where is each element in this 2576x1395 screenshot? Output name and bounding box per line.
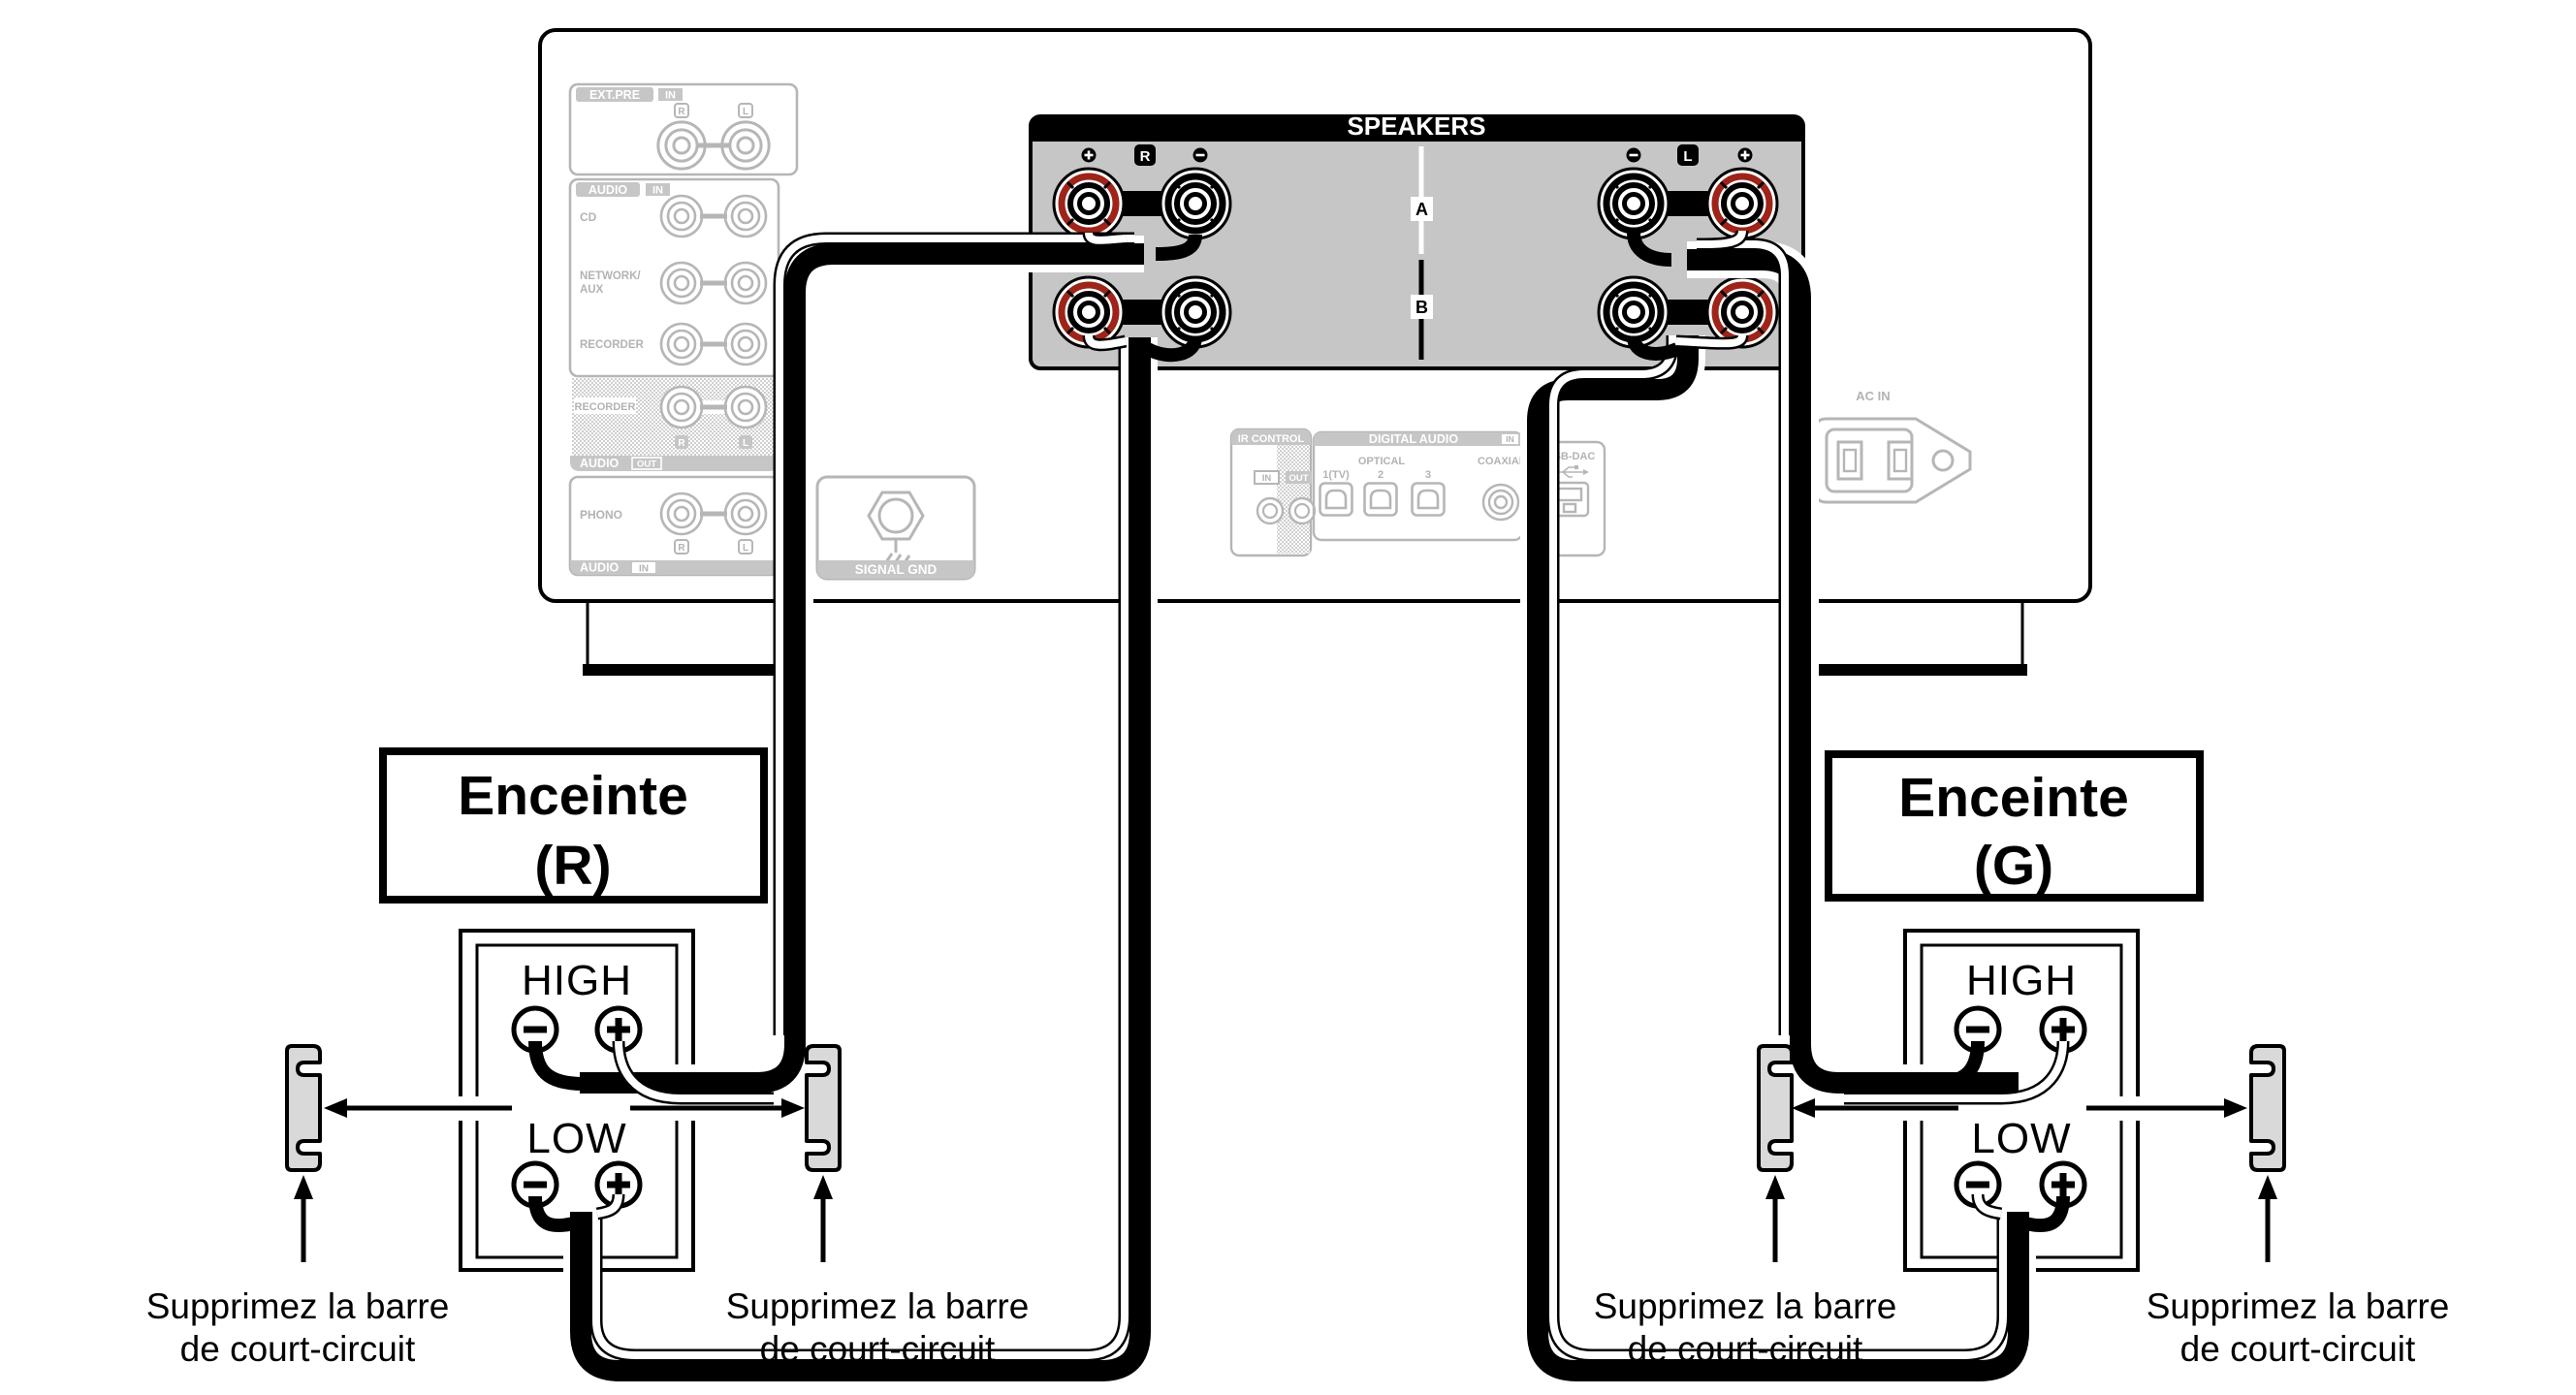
coaxial-jack-icon bbox=[1481, 483, 1520, 522]
note-2-line2: de court-circuit bbox=[760, 1329, 996, 1369]
audio-out-r-label: R bbox=[678, 438, 685, 449]
recorder-in-label: RECORDER bbox=[580, 339, 645, 351]
cable-right-high bbox=[528, 231, 1202, 1105]
note-labels: Supprimez la barre de court-circuit Supp… bbox=[146, 1286, 2450, 1369]
cable-right-low bbox=[528, 333, 1202, 1388]
note-3-line1: Supprimez la barre bbox=[1594, 1286, 1897, 1326]
coaxial-label: COAXIAL bbox=[1478, 456, 1526, 467]
ext-pre-l-label: L bbox=[743, 107, 748, 117]
optical-1-label: 1(TV) bbox=[1322, 469, 1350, 481]
speaker-g-high-label: HIGH bbox=[1966, 957, 2077, 1004]
plus-icon bbox=[1081, 147, 1097, 163]
speakers-a-label: A bbox=[1415, 200, 1428, 219]
enceinte-g-title-box: Enceinte (G) bbox=[1825, 750, 2204, 902]
phono-r-label: R bbox=[678, 543, 685, 554]
ac-in-label: AC IN bbox=[1856, 389, 1890, 403]
phono-in-badge: IN bbox=[639, 564, 649, 575]
short-circuit-bar bbox=[2249, 1044, 2286, 1172]
ac-in-block: AC IN bbox=[1784, 389, 1972, 504]
digital-audio-in-badge: IN bbox=[1506, 434, 1514, 444]
cable-left-high bbox=[1627, 229, 2070, 1105]
post-l-a-minus bbox=[1599, 169, 1669, 238]
note-1-line2: de court-circuit bbox=[180, 1329, 416, 1369]
ir-out-badge: OUT bbox=[1288, 473, 1308, 484]
audio-in-badge: IN bbox=[652, 185, 663, 197]
ir-in-jack-icon bbox=[1256, 496, 1285, 525]
ir-control-block: IR CONTROL IN OUT bbox=[1229, 428, 1317, 557]
amplifier-rear-panel: EXT.PRE IN R L AUDIO IN CD NETWORK/ AUX bbox=[538, 28, 2092, 676]
phono-bar-label: AUDIO bbox=[580, 561, 620, 575]
speaker-g-low-label: LOW bbox=[1971, 1115, 2071, 1162]
audio-out-l-label: L bbox=[743, 438, 748, 449]
note-2-line1: Supprimez la barre bbox=[726, 1286, 1030, 1326]
ir-out-jack-icon bbox=[1288, 496, 1317, 525]
speakers-l-label: L bbox=[1683, 148, 1692, 165]
optical-label: OPTICAL bbox=[1358, 456, 1406, 467]
digital-audio-label: DIGITAL AUDIO bbox=[1369, 432, 1458, 446]
ext-pre-label: EXT.PRE bbox=[589, 88, 640, 102]
note-3-line2: de court-circuit bbox=[1628, 1329, 1863, 1369]
speaker-r-low-label: LOW bbox=[526, 1115, 626, 1162]
cable-left-low bbox=[1520, 333, 2070, 1388]
cd-input-label: CD bbox=[580, 210, 597, 224]
note-1-line1: Supprimez la barre bbox=[146, 1286, 450, 1326]
short-circuit-bar bbox=[805, 1044, 842, 1172]
post-l-b-minus bbox=[1599, 277, 1669, 347]
phono-l-label: L bbox=[743, 543, 748, 554]
ir-in-badge: IN bbox=[1262, 473, 1272, 484]
minus-icon bbox=[1626, 147, 1641, 163]
speakers-terminal-panel: SPEAKERS R L A B bbox=[1029, 111, 1805, 370]
ext-pre-block: EXT.PRE IN R L bbox=[568, 82, 799, 176]
audio-out-block: RECORDER R L AUDIO OUT bbox=[570, 378, 779, 471]
ac-inlet-icon bbox=[1784, 417, 1972, 504]
post-l-a-plus bbox=[1707, 169, 1777, 238]
plus-icon bbox=[1737, 147, 1753, 163]
enceinte-r-line2: (R) bbox=[534, 835, 611, 897]
note-4-line1: Supprimez la barre bbox=[2147, 1286, 2450, 1326]
aux-label: AUX bbox=[580, 284, 604, 296]
ext-pre-r-label: R bbox=[678, 107, 685, 117]
audio-out-badge: OUT bbox=[637, 460, 656, 470]
minus-icon bbox=[1193, 147, 1208, 163]
note-4-line2: de court-circuit bbox=[2180, 1329, 2416, 1369]
ir-control-label: IR CONTROL bbox=[1238, 433, 1305, 445]
speakers-panel-label: SPEAKERS bbox=[1347, 111, 1485, 141]
phono-label: PHONO bbox=[580, 508, 622, 522]
speaker-r-high-label: HIGH bbox=[522, 957, 632, 1004]
recorder-out-label: RECORDER bbox=[575, 401, 636, 413]
signal-gnd-block: SIGNAL GND bbox=[815, 475, 976, 581]
speakers-r-label: R bbox=[1140, 148, 1151, 165]
enceinte-g-line1: Enceinte bbox=[1898, 767, 2129, 829]
ext-pre-in-badge: IN bbox=[665, 90, 676, 102]
signal-gnd-label: SIGNAL GND bbox=[855, 562, 938, 577]
audio-out-bar-label: AUDIO bbox=[580, 457, 620, 470]
post-r-a-plus bbox=[1054, 169, 1124, 238]
enceinte-g-line2: (G) bbox=[1974, 835, 2053, 897]
amplifier-feet bbox=[583, 601, 2027, 676]
direction-arrows bbox=[294, 1098, 2277, 1262]
short-circuit-bar bbox=[285, 1044, 322, 1172]
post-r-a-minus bbox=[1161, 169, 1230, 238]
audio-in-block: AUDIO IN CD NETWORK/ AUX RECORDER bbox=[568, 177, 780, 378]
audio-in-label: AUDIO bbox=[588, 183, 628, 197]
optical-3-label: 3 bbox=[1425, 469, 1431, 481]
network-label: NETWORK/ bbox=[580, 270, 641, 282]
speakers-b-label: B bbox=[1415, 298, 1428, 317]
optical-2-label: 2 bbox=[1378, 469, 1383, 481]
post-r-b-minus bbox=[1161, 277, 1230, 347]
enceinte-r-title-box: Enceinte (R) bbox=[379, 747, 768, 904]
enceinte-r-line1: Enceinte bbox=[458, 765, 688, 827]
